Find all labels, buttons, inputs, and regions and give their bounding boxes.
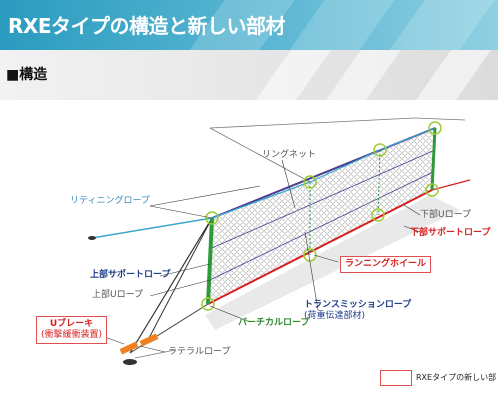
leader-line (159, 263, 211, 277)
legend-box (380, 370, 412, 386)
leader-line (139, 345, 166, 353)
u-brake-orange (119, 341, 139, 355)
net-inner-rope (211, 149, 436, 249)
lateral-rope-line (129, 303, 209, 354)
leader-line (149, 205, 213, 219)
post-mid-marker (377, 149, 381, 216)
leader-line (149, 279, 211, 297)
retaining-rope-line (379, 127, 436, 151)
leader-line (304, 231, 319, 311)
leader-line (209, 305, 251, 323)
section-band (0, 50, 498, 100)
section-title: ■構造 (6, 67, 48, 83)
retaining-rope-line (211, 181, 311, 219)
label-u-brake: Uブレーキ (衝撃緩衝装置) (36, 316, 108, 344)
label-lower-u-rope: 下部Uロープ (420, 210, 472, 220)
wheel-marker (201, 297, 215, 311)
wheel-marker (205, 211, 219, 225)
wheel-marker (373, 143, 387, 157)
legend-text: RXEタイプの新しい部材 (416, 373, 496, 382)
page-title: RXEタイプの構造と新しい部材 (8, 14, 285, 38)
wheel-marker (371, 208, 385, 222)
vertical-post-left (206, 217, 214, 305)
wheel-marker (303, 175, 317, 189)
leader-line (149, 185, 261, 207)
net-inner-rope (209, 171, 434, 281)
anchor-rope (147, 217, 213, 341)
upper-rope-line (209, 117, 416, 129)
label-lateral-rope: ラテラルロープ (168, 347, 231, 357)
label-running-wheel: ランニングホイール (340, 256, 432, 273)
label-upper-u-rope: 上部Uロープ (92, 290, 144, 300)
label-u-brake-line1: Uブレーキ (49, 319, 94, 329)
anchor-rope (129, 217, 213, 354)
header-bar (0, 0, 498, 50)
wheel-marker (425, 183, 439, 197)
label-transmission-rope: トランスミッションロープ (荷重伝達部材) (304, 300, 411, 322)
anchor-plate (88, 236, 96, 240)
leader-line (313, 254, 339, 263)
label-transmission-rope-line2: (荷重伝達部材) (304, 311, 366, 321)
label-retaining-rope: リティニングロープ (70, 196, 150, 206)
leader-line (281, 159, 296, 209)
label-vertical-rope: バーチカルロープ (238, 318, 310, 328)
label-ring-net: リングネット (262, 150, 317, 160)
ground-shadow (205, 195, 460, 330)
retaining-rope-line (309, 149, 381, 183)
label-upper-support-rope: 上部サポートロープ (90, 270, 171, 280)
lateral-rope-line (134, 349, 176, 359)
wheel-marker (428, 121, 442, 135)
lower-support-red-line (207, 189, 433, 305)
retaining-rope-line (91, 217, 213, 239)
label-transmission-rope-line1: トランスミッションロープ (304, 300, 412, 310)
anchor-plate (123, 359, 137, 365)
upper-rope-line (414, 117, 466, 121)
label-lower-support-rope: 下部サポートロープ (410, 228, 491, 238)
label-u-brake-line2: (衝撃緩衝装置) (41, 330, 103, 340)
upper-rope-lower (209, 127, 311, 183)
u-brake-orange (139, 333, 159, 347)
leader-line (403, 204, 421, 216)
vertical-post-right (430, 127, 437, 191)
leader-line (403, 225, 421, 233)
